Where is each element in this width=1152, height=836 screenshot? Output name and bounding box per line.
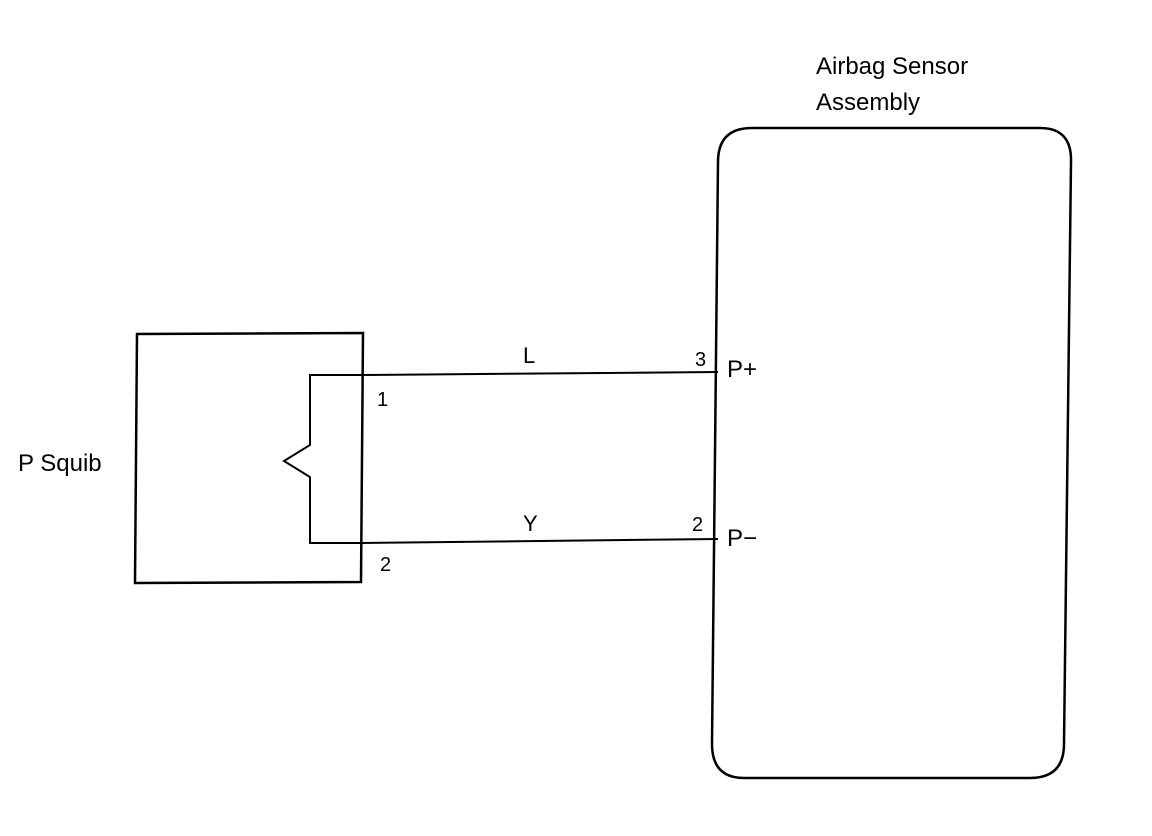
wire-y: Y bbox=[361, 511, 719, 544]
terminal-pin-p-plus: 3 bbox=[695, 349, 706, 371]
squib-pin-2: 2 bbox=[380, 554, 391, 576]
p-squib: P Squib 1 2 bbox=[18, 331, 391, 585]
squib-pin-1: 1 bbox=[377, 389, 388, 411]
terminal-name-p-minus: P− bbox=[727, 525, 757, 552]
terminal-pin-p-minus: 2 bbox=[692, 514, 703, 536]
assembly-label-line1: Airbag Sensor bbox=[816, 53, 968, 80]
squib-label: P Squib bbox=[18, 450, 102, 477]
squib-box bbox=[133, 331, 365, 585]
wire-y-color-code: Y bbox=[523, 511, 538, 536]
wire-l-line bbox=[361, 371, 719, 376]
wire-l-color-code: L bbox=[523, 343, 535, 368]
terminal-name-p-plus: P+ bbox=[727, 356, 757, 383]
wire-y-line bbox=[361, 538, 719, 544]
airbag-sensor-assembly: Airbag Sensor Assembly 3 P+ 2 P− bbox=[692, 53, 1073, 780]
assembly-label-line2: Assembly bbox=[816, 89, 920, 116]
wire-l: L bbox=[361, 343, 719, 376]
assembly-box bbox=[710, 126, 1073, 780]
squib-element-symbol bbox=[282, 374, 362, 544]
